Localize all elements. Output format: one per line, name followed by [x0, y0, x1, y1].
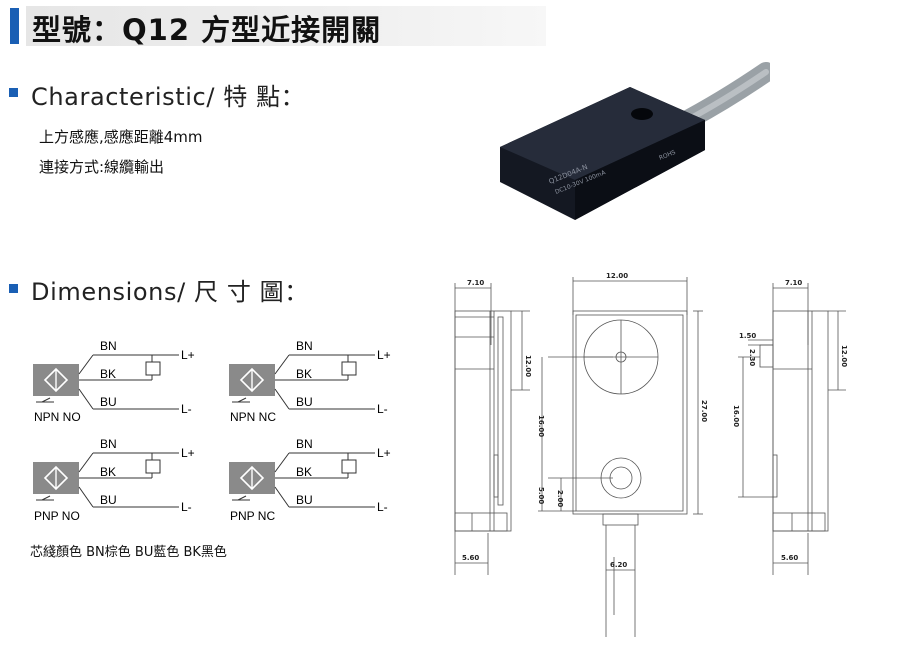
section-bullet-icon [9, 284, 18, 293]
dim-height-right: 12.00 [840, 345, 848, 367]
sensor-product-image: Q12D04A-N DC10-30V 100mA ROHS [500, 62, 770, 220]
wire-label-bu: BU [100, 395, 117, 409]
wire-label-bn: BN [296, 437, 313, 451]
wire-label-bu: BU [100, 493, 117, 507]
diagram-type-label: NPN NO [34, 410, 81, 424]
characteristic-line-1: 上方感應,感應距離4mm [39, 128, 203, 146]
wire-label-bu: BU [296, 493, 313, 507]
dim-bottom-small: 2.00 [556, 490, 564, 507]
diagram-type-label: NPN NC [230, 410, 276, 424]
dim-bottom-left: 5.00 [537, 487, 545, 504]
terminal-lplus: L+ [181, 446, 195, 460]
wire-label-bk: BK [296, 367, 312, 381]
dim-notch-width: 1.50 [739, 332, 756, 340]
characteristic-title: Characteristic/ 特 點： [31, 83, 306, 111]
terminal-lminus: L- [181, 500, 192, 514]
wire-label-bn: BN [100, 437, 117, 451]
terminal-lplus: L+ [377, 446, 391, 460]
dim-base-left: 5.60 [462, 554, 479, 562]
wire-color-legend: 芯綫顏色 BN棕色 BU藍色 BK黑色 [30, 545, 227, 560]
wiring-diagrams: BN BK BU L+ L- NPN NO BN BK BU L+ L- NPN… [32, 339, 391, 523]
header-accent-bar [10, 8, 19, 44]
terminal-lminus: L- [377, 500, 388, 514]
wire-label-bn: BN [296, 339, 313, 353]
section-bullet-icon [9, 88, 18, 97]
terminal-lplus: L+ [377, 348, 391, 362]
dimension-drawing: 7.10 12.00 12.00 16.00 27.00 5.00 2.00 6… [454, 272, 848, 637]
wire-label-bk: BK [100, 465, 116, 479]
diagram-type-label: PNP NC [230, 509, 275, 523]
dim-total-height: 27.00 [700, 400, 708, 422]
dim-height-top: 12.00 [524, 355, 532, 377]
terminal-lminus: L- [377, 402, 388, 416]
dim-base-right: 5.60 [781, 554, 798, 562]
terminal-lminus: L- [181, 402, 192, 416]
dim-right-side-width: 7.10 [785, 279, 802, 287]
wire-label-bn: BN [100, 339, 117, 353]
dimensions-title: Dimensions/ 尺 寸 圖： [31, 278, 309, 306]
dim-notch-height: 2.30 [748, 349, 756, 366]
diagram-type-label: PNP NO [34, 509, 80, 523]
dim-side-width: 7.10 [467, 279, 484, 287]
wire-label-bu: BU [296, 395, 313, 409]
characteristic-line-2: 連接方式:線纜輸出 [39, 158, 165, 176]
wire-label-bk: BK [296, 465, 312, 479]
page-title: 型號：Q12 方型近接開關 [32, 13, 382, 47]
header-background [26, 6, 546, 46]
dim-mid-height: 16.00 [537, 415, 545, 437]
terminal-lplus: L+ [181, 348, 195, 362]
wire-label-bk: BK [100, 367, 116, 381]
dim-right-mid: 16.00 [732, 405, 740, 427]
dim-cable-width: 6.20 [610, 561, 627, 569]
dim-top-width: 12.00 [606, 272, 628, 280]
